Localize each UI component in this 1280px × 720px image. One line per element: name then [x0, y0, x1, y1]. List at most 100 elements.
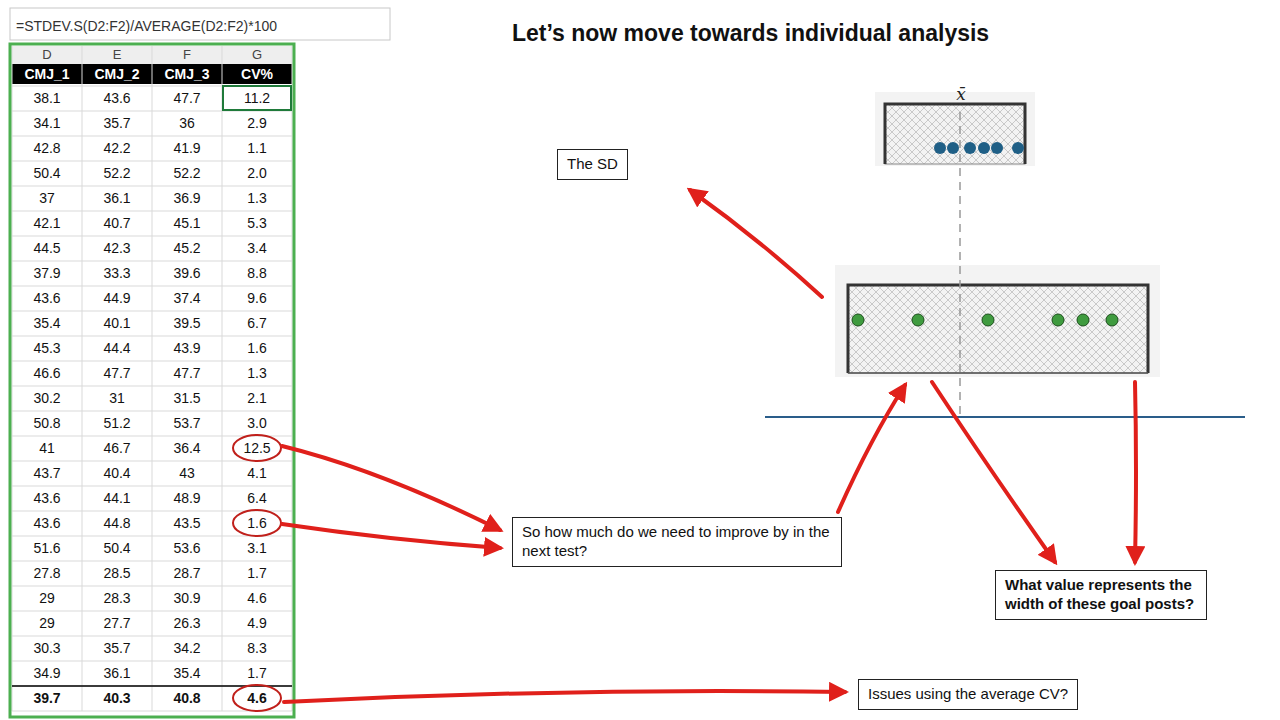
table-cell: 30.2 [12, 386, 82, 411]
table-cell: 44.1 [82, 486, 152, 511]
table-cell: 6.7 [222, 311, 292, 336]
table-cell: 43.6 [12, 511, 82, 536]
table-cell: 53.6 [152, 536, 222, 561]
table-cell: 31.5 [152, 386, 222, 411]
table-cell: 44.9 [82, 286, 152, 311]
table-cell: 50.4 [82, 536, 152, 561]
table-cell: 43.6 [12, 286, 82, 311]
table-cell: 2.0 [222, 161, 292, 186]
table-cell: 42.1 [12, 211, 82, 236]
goal-top [875, 92, 1035, 166]
table-cell: 41 [12, 436, 82, 461]
table-cell: 44.8 [82, 511, 152, 536]
table-cell: 40.4 [82, 461, 152, 486]
column-letter: D [12, 46, 82, 64]
table-cell: 48.9 [152, 486, 222, 511]
table-cell: 39.6 [152, 261, 222, 286]
table-cell: 52.2 [82, 161, 152, 186]
table-cell: 33.3 [82, 261, 152, 286]
table-cell: 35.7 [82, 111, 152, 136]
table-cell: 42.2 [82, 136, 152, 161]
table-cell: 4.1 [222, 461, 292, 486]
table-cell: 8.3 [222, 636, 292, 661]
table-cell: 36.1 [82, 186, 152, 211]
table-cell: 39.5 [152, 311, 222, 336]
callout-box: Issues using the average CV? [858, 679, 1078, 710]
table-cell: 1.3 [222, 361, 292, 386]
table-cell: 37.9 [12, 261, 82, 286]
table-cell: 42.3 [82, 236, 152, 261]
callout-box: So how much do we need to improve by in … [512, 517, 842, 567]
table-cell: 2.9 [222, 111, 292, 136]
table-cell: 3.4 [222, 236, 292, 261]
table-cell: 43.6 [82, 86, 152, 111]
table-cell: 9.6 [222, 286, 292, 311]
table-cell: 36.1 [82, 661, 152, 686]
table-cell: 2.1 [222, 386, 292, 411]
column-letter: F [152, 46, 222, 64]
column-header: CMJ_1 [12, 64, 82, 84]
red-arrows [282, 190, 1136, 702]
table-cell: 4.9 [222, 611, 292, 636]
baseline [765, 416, 1245, 418]
table-cell: 50.4 [12, 161, 82, 186]
table-cell: 36.4 [152, 436, 222, 461]
table-cell: 30.9 [152, 586, 222, 611]
table-cell: 43.5 [152, 511, 222, 536]
table-cell: 51.6 [12, 536, 82, 561]
table-cell: 46.7 [82, 436, 152, 461]
table-cell: 6.4 [222, 486, 292, 511]
callout-text: Issues using the average CV? [868, 685, 1068, 704]
table-cell: 3.0 [222, 411, 292, 436]
table-cell: 27.8 [12, 561, 82, 586]
table-cell: 35.7 [82, 636, 152, 661]
table-cell: 53.7 [152, 411, 222, 436]
table-cell: 40.7 [82, 211, 152, 236]
table-cell: 51.2 [82, 411, 152, 436]
table-cell: 12.5 [222, 436, 292, 461]
table-cell: 47.7 [152, 86, 222, 111]
callout-box: What value represents the width of these… [995, 570, 1207, 620]
table-cell: 40.1 [82, 311, 152, 336]
column-header: CMJ_2 [82, 64, 152, 84]
table-cell: 34.2 [152, 636, 222, 661]
callout-text: The SD [567, 155, 618, 174]
callout-text: So how much do we need to improve by in … [522, 523, 832, 561]
column-header: CMJ_3 [152, 64, 222, 84]
table-cell: 47.7 [152, 361, 222, 386]
table-cell: 29 [12, 586, 82, 611]
table-cell: 44.4 [82, 336, 152, 361]
mean-line [959, 112, 961, 415]
table-cell: 50.8 [12, 411, 82, 436]
column-letter: G [222, 46, 292, 64]
table-cell: 47.7 [82, 361, 152, 386]
table-cell: 41.9 [152, 136, 222, 161]
table-cell: 28.3 [82, 586, 152, 611]
table-cell: 1.1 [222, 136, 292, 161]
table-cell: 45.2 [152, 236, 222, 261]
average-cell: 40.8 [152, 686, 222, 711]
table-cell: 36 [152, 111, 222, 136]
table-cell: 8.8 [222, 261, 292, 286]
table-cell: 31 [82, 386, 152, 411]
table-cell: 3.1 [222, 536, 292, 561]
table-cell: 43 [152, 461, 222, 486]
table-cell: 38.1 [12, 86, 82, 111]
table-cell: 35.4 [152, 661, 222, 686]
table-cell: 1.6 [222, 336, 292, 361]
column-letter: E [82, 46, 152, 64]
table-cell: 27.7 [82, 611, 152, 636]
table-cell: 5.3 [222, 211, 292, 236]
table-cell: 29 [12, 611, 82, 636]
table-frame [10, 44, 294, 717]
table-cell: 45.1 [152, 211, 222, 236]
formula-bar [10, 8, 390, 40]
table-cell: 34.9 [12, 661, 82, 686]
table-cell: 44.5 [12, 236, 82, 261]
average-cell: 40.3 [82, 686, 152, 711]
table-cell: 30.3 [12, 636, 82, 661]
table-cell: 1.7 [222, 661, 292, 686]
average-cell: 4.6 [222, 686, 292, 711]
table-cell: 43.9 [152, 336, 222, 361]
table-cell: 37 [12, 186, 82, 211]
